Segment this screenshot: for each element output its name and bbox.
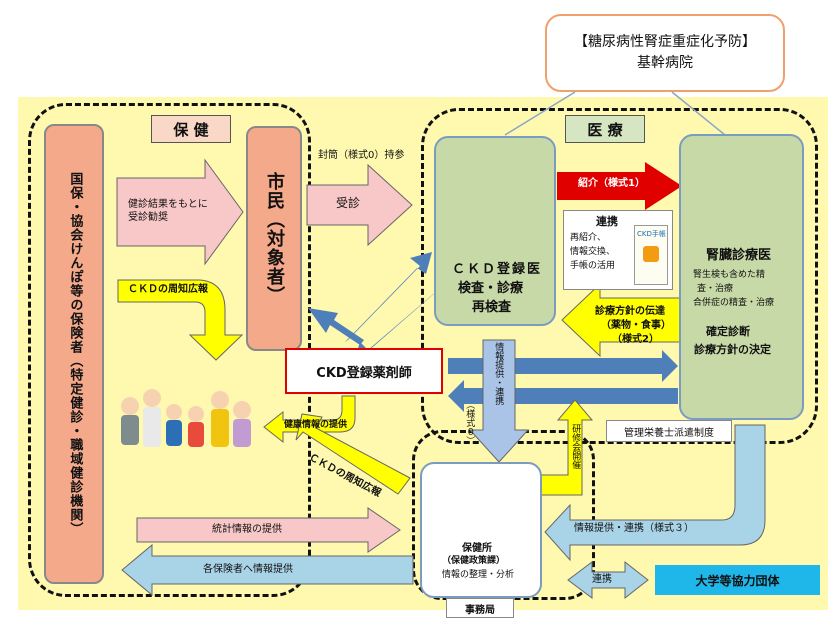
shokai-label: 紹介（様式1） — [578, 178, 645, 189]
kaku-hokensha-arrow — [121, 543, 414, 597]
tokei-label: 統計情報の提供 — [212, 524, 282, 535]
shinryo-label-1: 診療方針の伝達 — [595, 306, 665, 317]
office-label: 事務局 — [465, 604, 495, 616]
core-hospital-title: 【糖尿病性腎症重症化予防】 — [574, 34, 756, 50]
kenko-joho-arrow — [263, 395, 356, 444]
health-center-box — [420, 462, 542, 598]
shinryo-arrow — [561, 282, 681, 358]
connector-line-right — [671, 91, 726, 136]
shokai-arrow — [557, 162, 682, 210]
ckd-doctor-line3: 再検査 — [472, 300, 512, 315]
blue-diag-arrow-up — [345, 252, 432, 342]
renkei-title: 連携 — [596, 215, 618, 228]
joho-teikyo-renkei-label: 情報提供・連携 — [493, 342, 504, 405]
envelope-label: 封筒（様式0）持参 — [318, 150, 405, 161]
kidney-doctor-line3: 合併症の精査・治療 — [693, 298, 775, 308]
ckd-doctor-line1: ＣＫＤ登録医 — [452, 262, 543, 277]
joho-teikyo-3-arrow — [544, 424, 766, 562]
office-box: 事務局 — [446, 598, 514, 618]
insurer-label: 国保・協会けんぽ等の保険者（特定健診・職域健診機関） — [67, 172, 83, 536]
core-hospital-box: 【糖尿病性腎症重症化予防】 基幹病院 — [545, 14, 785, 92]
hoken-header-label: 保 健 — [173, 120, 209, 139]
kidney-doctor-line1: 腎生検も含めた精 — [693, 270, 766, 280]
iryo-header-label: 医 療 — [587, 120, 623, 139]
connector-line-left — [504, 91, 576, 136]
handbook-house-icon — [643, 246, 659, 262]
renkei-line2: 情報交換、 — [570, 247, 616, 257]
kenshukai-label: 研修会開催 — [570, 424, 581, 469]
ckd-koho-arrow-1 — [117, 279, 244, 361]
renkei-line3: 手帳の活用 — [570, 261, 616, 271]
blue-arrow-to-citizen — [308, 308, 364, 345]
kidney-doctor-title: 腎臓診療医 — [706, 248, 772, 263]
kenko-joho-label: 健康情報の提供 — [284, 420, 348, 430]
blue-diag-arrow-down — [354, 290, 438, 362]
pharmacist-box: CKD登録薬剤師 — [285, 348, 443, 394]
shinryo-label-3: （様式2） — [612, 334, 659, 345]
joho-down-arrow — [468, 339, 530, 463]
ckd-koho-label-1: ＣＫＤの周知広報 — [128, 284, 208, 295]
iryo-dashed-region — [421, 108, 818, 444]
citizens-illustration — [121, 389, 251, 447]
renkei-info-box: 連携 再紹介、 情報交換、 手帳の活用 CKD手帳 — [563, 210, 673, 290]
ckd-koho-arrow-2 — [295, 413, 411, 495]
yoshiki0-label: （様式０） — [464, 400, 475, 445]
university-box: 大学等協力団体 — [655, 565, 820, 595]
citizen-box: 市民（対象者） — [246, 126, 302, 351]
kenshin-arrow — [116, 158, 244, 266]
nutritionist-box: 管理栄養士派遣制度 — [606, 420, 732, 442]
jushin-label: 受診 — [336, 196, 361, 210]
core-hospital-subtitle: 基幹病院 — [637, 55, 693, 71]
renkei-line1: 再紹介、 — [570, 233, 607, 243]
ckd-handbook-title: CKD手帳 — [637, 230, 666, 238]
pharmacist-label: CKD登録薬剤師 — [316, 365, 412, 381]
ckd-handbook: CKD手帳 — [634, 225, 668, 285]
kaku-hokensha-label: 各保険者へ情報提供 — [203, 564, 293, 575]
jushin-arrow — [306, 163, 413, 247]
health-center-line1: 保健所 — [462, 543, 492, 554]
joho-teikyo-3-label: 情報提供・連携（様式３） — [574, 523, 694, 534]
kidney-doctor-line2: 査・治療 — [697, 284, 734, 294]
kidney-doctor-box — [679, 134, 804, 420]
university-label: 大学等協力団体 — [695, 573, 780, 588]
kenshin-arrow-label: 健診結果をもとに受診勧奨 — [128, 199, 208, 223]
kidney-doctor-line5: 診療方針の決定 — [694, 343, 771, 356]
hoken-header: 保 健 — [151, 115, 231, 143]
ckd-doctor-line2: 検査・診療 — [458, 281, 524, 296]
kidney-doctor-line4: 確定診断 — [706, 325, 750, 338]
renkei-univ-label: 連携 — [592, 574, 612, 585]
kenshukai-arrow — [516, 399, 594, 496]
renkei-univ-arrow — [567, 560, 649, 600]
shinryo-label-2: （薬物・食事） — [601, 320, 671, 331]
nutritionist-label: 管理栄養士派遣制度 — [624, 427, 714, 439]
insurer-box: 国保・協会けんぽ等の保険者（特定健診・職域健診機関） — [44, 124, 104, 584]
iryo-header: 医 療 — [565, 115, 645, 143]
health-center-line2: （保健政策課） — [442, 556, 506, 566]
ckd-doctor-box — [434, 136, 556, 326]
health-center-line3: 情報の整理・分析 — [442, 570, 515, 580]
citizen-label: 市民（対象者） — [264, 172, 285, 305]
tokei-arrow — [136, 507, 401, 553]
